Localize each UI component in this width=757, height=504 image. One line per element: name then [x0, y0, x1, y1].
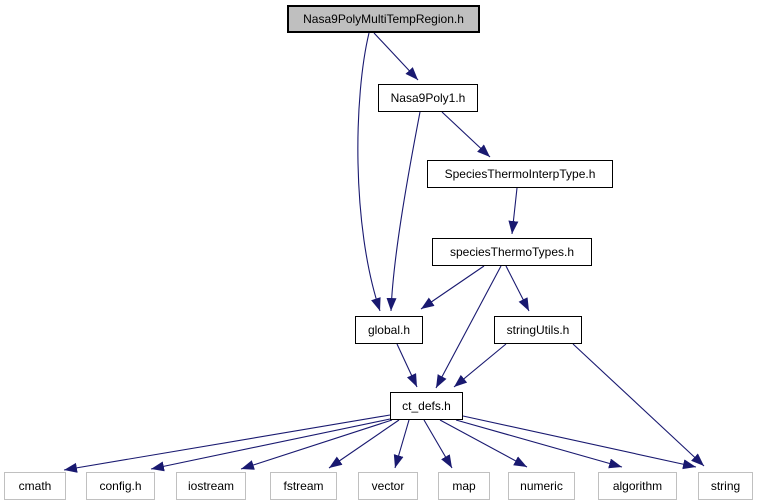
edge-stringutils-h-to-ct-defs-h	[453, 343, 507, 388]
edge-speciesthermotypes-h-to-stringutils-h	[505, 265, 530, 312]
node-config-h[interactable]: config.h	[86, 472, 155, 500]
edge-nasa9polymultitempregion-h-to-global-h	[357, 32, 381, 312]
node-label: numeric	[520, 479, 563, 493]
node-label: speciesThermoTypes.h	[449, 245, 575, 259]
node-label: SpeciesThermoInterpType.h	[444, 167, 596, 181]
edge-ct-defs-h-to-vector	[393, 419, 410, 469]
node-label: Nasa9PolyMultiTempRegion.h	[303, 12, 464, 26]
node-speciesthermointerptype-h[interactable]: SpeciesThermoInterpType.h	[427, 160, 613, 188]
node-ct-defs-h[interactable]: ct_defs.h	[390, 392, 463, 420]
edge-ct-defs-h-to-string	[462, 415, 697, 470]
node-vector[interactable]: vector	[358, 472, 418, 500]
edge-ct-defs-h-to-cmath	[63, 414, 391, 473]
node-label: Nasa9Poly1.h	[390, 91, 466, 105]
edge-nasa9poly1-h-to-global-h	[386, 111, 421, 312]
node-label: ct_defs.h	[402, 399, 451, 413]
node-label: global.h	[367, 323, 411, 337]
node-label: map	[452, 479, 476, 493]
edge-ct-defs-h-to-numeric	[439, 419, 528, 468]
node-label: config.h	[99, 479, 142, 493]
edge-speciesthermointerptype-h-to-speciesthermotypes-h	[508, 187, 519, 235]
edge-speciesthermotypes-h-to-global-h	[420, 265, 485, 310]
node-label: algorithm	[612, 479, 663, 493]
node-cmath[interactable]: cmath	[4, 472, 66, 500]
edge-speciesthermotypes-h-to-ct-defs-h	[435, 265, 502, 389]
node-label: cmath	[18, 479, 52, 493]
edge-ct-defs-h-to-iostream	[240, 419, 393, 470]
node-label: iostream	[187, 479, 234, 493]
node-algorithm[interactable]: algorithm	[598, 472, 677, 500]
node-speciesthermotypes-h[interactable]: speciesThermoTypes.h	[432, 238, 592, 266]
node-fstream[interactable]: fstream	[270, 472, 337, 500]
node-label: fstream	[283, 479, 324, 493]
node-numeric[interactable]: numeric	[508, 472, 575, 500]
node-global-h[interactable]: global.h	[355, 316, 423, 344]
node-label: stringUtils.h	[506, 323, 570, 337]
node-string[interactable]: string	[698, 472, 753, 500]
node-label: vector	[371, 479, 405, 493]
edge-nasa9poly1-h-to-speciesthermointerptype-h	[441, 111, 491, 158]
node-label: string	[710, 479, 741, 493]
node-nasa9polymultitempregion-h[interactable]: Nasa9PolyMultiTempRegion.h	[287, 5, 480, 33]
edge-nasa9polymultitempregion-h-to-nasa9poly1-h	[373, 32, 419, 81]
node-map[interactable]: map	[438, 472, 490, 500]
node-nasa9poly1-h[interactable]: Nasa9Poly1.h	[378, 84, 478, 112]
edge-stringutils-h-to-string	[572, 343, 705, 467]
edge-ct-defs-h-to-map	[423, 419, 453, 469]
edge-ct-defs-h-to-algorithm	[455, 419, 623, 469]
node-iostream[interactable]: iostream	[176, 472, 246, 500]
edge-global-h-to-ct-defs-h	[396, 343, 418, 388]
node-stringutils-h[interactable]: stringUtils.h	[494, 316, 582, 344]
edge-ct-defs-h-to-fstream	[328, 419, 400, 469]
edge-ct-defs-h-to-config-h	[150, 418, 391, 472]
